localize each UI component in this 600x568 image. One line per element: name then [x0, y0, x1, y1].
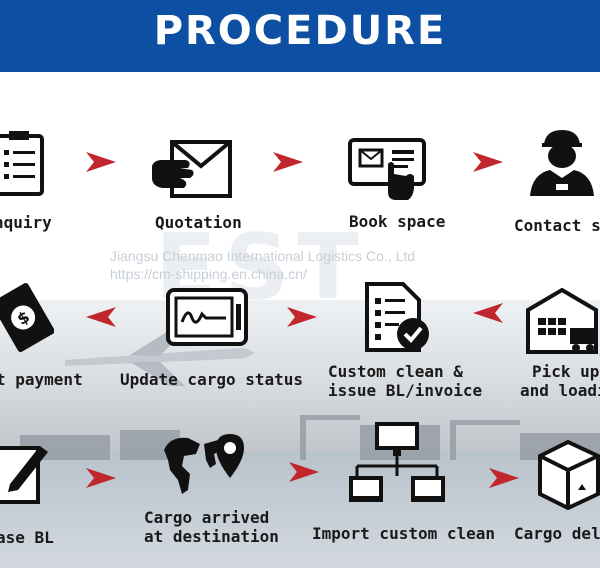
page-title: PROCEDURE	[153, 8, 447, 54]
delivery-man-icon	[530, 130, 594, 196]
step-update-cargo-label: Update cargo status	[120, 370, 304, 389]
step-import-custom-label: Import custom clean	[312, 524, 496, 543]
arrow-right-icon	[473, 152, 503, 172]
arrow-right-icon	[287, 307, 317, 327]
arrow-left-icon	[86, 307, 116, 327]
step-custom-clean-label-1: Custom clean &	[328, 362, 463, 381]
arrow-right-icon	[289, 462, 319, 482]
envelope-hand-icon	[152, 140, 232, 198]
step-contact-label: Contact su	[514, 216, 600, 235]
network-computers-icon	[349, 422, 445, 502]
document-pen-icon	[0, 446, 48, 504]
step-quotation-label: Quotation	[155, 213, 242, 232]
step-cargo-arrived-label-1: Cargo arrived	[144, 508, 270, 527]
tablet-hand-icon	[348, 138, 426, 200]
document-check-icon	[365, 282, 429, 352]
step-pickup-label-2: and loadin	[520, 381, 600, 400]
arrow-left-icon	[473, 303, 503, 323]
arrow-right-icon	[86, 468, 116, 488]
signature-tablet-icon	[166, 288, 248, 346]
step-book-space-label: Book space	[349, 212, 446, 231]
cargo-box-icon	[538, 439, 600, 510]
money-payment-icon: $	[0, 282, 54, 352]
watermark-company: Jiangsu Chenmao International Logistics …	[110, 248, 416, 264]
header-banner: PROCEDURE	[0, 0, 600, 72]
arrow-right-icon	[86, 152, 116, 172]
step-custom-clean-label-2: issue BL/invoice	[328, 381, 483, 400]
step-inquiry-label: nquiry	[0, 213, 52, 232]
warehouse-truck-icon	[526, 288, 598, 354]
world-map-pin-icon	[164, 434, 244, 494]
step-pickup-label-1: Pick up	[532, 362, 600, 381]
arrow-right-icon	[273, 152, 303, 172]
step-release-bl-label: ase BL	[0, 528, 54, 547]
step-payment-label: t payment	[0, 370, 83, 389]
step-cargo-arrived-label-2: at destination	[144, 527, 279, 546]
port-skyline	[20, 415, 600, 460]
watermark-url: https://cm-shipping.en.china.cn/	[110, 266, 307, 282]
arrow-right-icon	[489, 468, 519, 488]
step-cargo-delivery-label: Cargo deli	[514, 524, 600, 543]
clipboard-icon	[0, 131, 44, 196]
